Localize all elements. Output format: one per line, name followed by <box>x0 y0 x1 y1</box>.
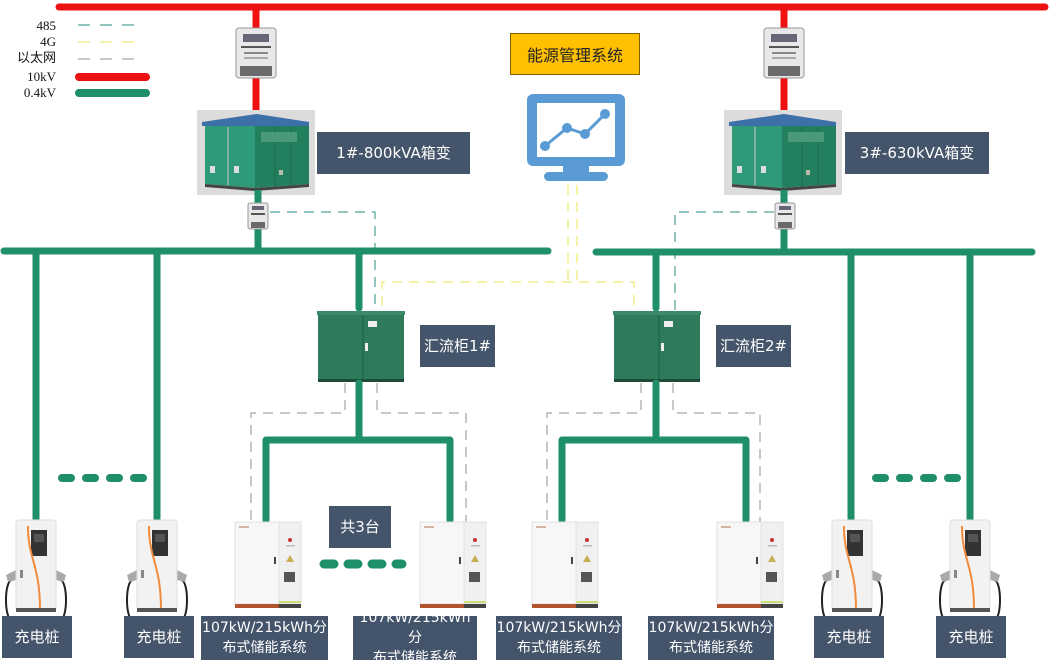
hv-meter-1 <box>235 27 277 79</box>
charger-1-image <box>5 519 67 621</box>
transformer-3-label: 3#-630kVA箱变 <box>845 132 989 174</box>
storage-count-note: 共3台 <box>329 506 391 548</box>
charger-2-label: 充电桩 <box>124 616 194 658</box>
charger-2-image <box>126 519 188 621</box>
storage-2-label: 107kW/215kWh分 布式储能系统 <box>353 610 477 666</box>
charger-3-image <box>821 519 883 621</box>
ems-title: 能源管理系统 <box>510 33 640 75</box>
g4-link-cabinets <box>381 281 635 306</box>
lv-meter-2 <box>774 202 796 230</box>
charger-4-image <box>939 519 1001 621</box>
rs485-link-2 <box>674 211 774 320</box>
lv-branch-storage-4 <box>652 436 750 524</box>
transformer-1-image <box>196 109 316 196</box>
transformer-3-image <box>723 109 843 196</box>
combiner-cabinet-1-image <box>316 310 406 383</box>
ethernet-link-2a <box>546 383 642 525</box>
legend <box>75 24 150 97</box>
combiner-cabinet-2-label: 汇流柜2# <box>716 325 791 367</box>
legend-label-ethernet: 以太网 <box>16 50 56 65</box>
storage-4-image <box>716 521 784 609</box>
storage-1-label-line1: 107kW/215kWh分 <box>202 620 327 636</box>
legend-label-485: 485 <box>36 18 57 33</box>
ethernet-link-2b <box>672 383 761 525</box>
legend-label-04kv: 0.4kV <box>23 85 56 100</box>
monitor-chart-icon <box>527 94 625 181</box>
transformer-1-label: 1#-800kVA箱变 <box>317 132 470 174</box>
lv-branch-storage-3 <box>558 379 660 524</box>
storage-2-label-line2: 布式储能系统 <box>373 650 457 666</box>
ethernet-link-1a <box>250 383 346 525</box>
storage-1-label-line2: 布式储能系统 <box>222 640 307 656</box>
rs485-link-1 <box>270 211 376 320</box>
storage-2-label-line1: 107kW/215kWh分 <box>359 610 471 646</box>
storage-1-label: 107kW/215kWh分 布式储能系统 <box>201 616 328 660</box>
storage-3-label-line1: 107kW/215kWh分 <box>496 620 622 636</box>
storage-3-image <box>531 521 599 609</box>
storage-4-label-line2: 布式储能系统 <box>669 640 753 656</box>
ethernet-link-1b <box>376 383 467 525</box>
lv-meter-1 <box>247 202 269 230</box>
legend-label-10kv: 10kV <box>27 69 56 84</box>
storage-1-image <box>234 521 302 609</box>
storage-3-label: 107kW/215kWh分 布式储能系统 <box>496 616 622 660</box>
lv-branch-storage-2 <box>355 436 454 524</box>
charger-4-label: 充电桩 <box>936 616 1006 658</box>
storage-4-label: 107kW/215kWh分 布式储能系统 <box>648 616 774 660</box>
legend-label-4g: 4G <box>40 34 56 49</box>
storage-2-image <box>419 521 487 609</box>
combiner-cabinet-2-image <box>612 310 702 383</box>
charger-3-label: 充电桩 <box>814 616 884 658</box>
storage-3-label-line2: 布式储能系统 <box>517 640 601 656</box>
lv-branch-storage-1 <box>262 379 363 524</box>
storage-4-label-line1: 107kW/215kWh分 <box>648 620 774 636</box>
hv-meter-2 <box>763 27 805 79</box>
combiner-cabinet-1-label: 汇流柜1# <box>420 325 495 367</box>
charger-1-label: 充电桩 <box>2 616 72 658</box>
